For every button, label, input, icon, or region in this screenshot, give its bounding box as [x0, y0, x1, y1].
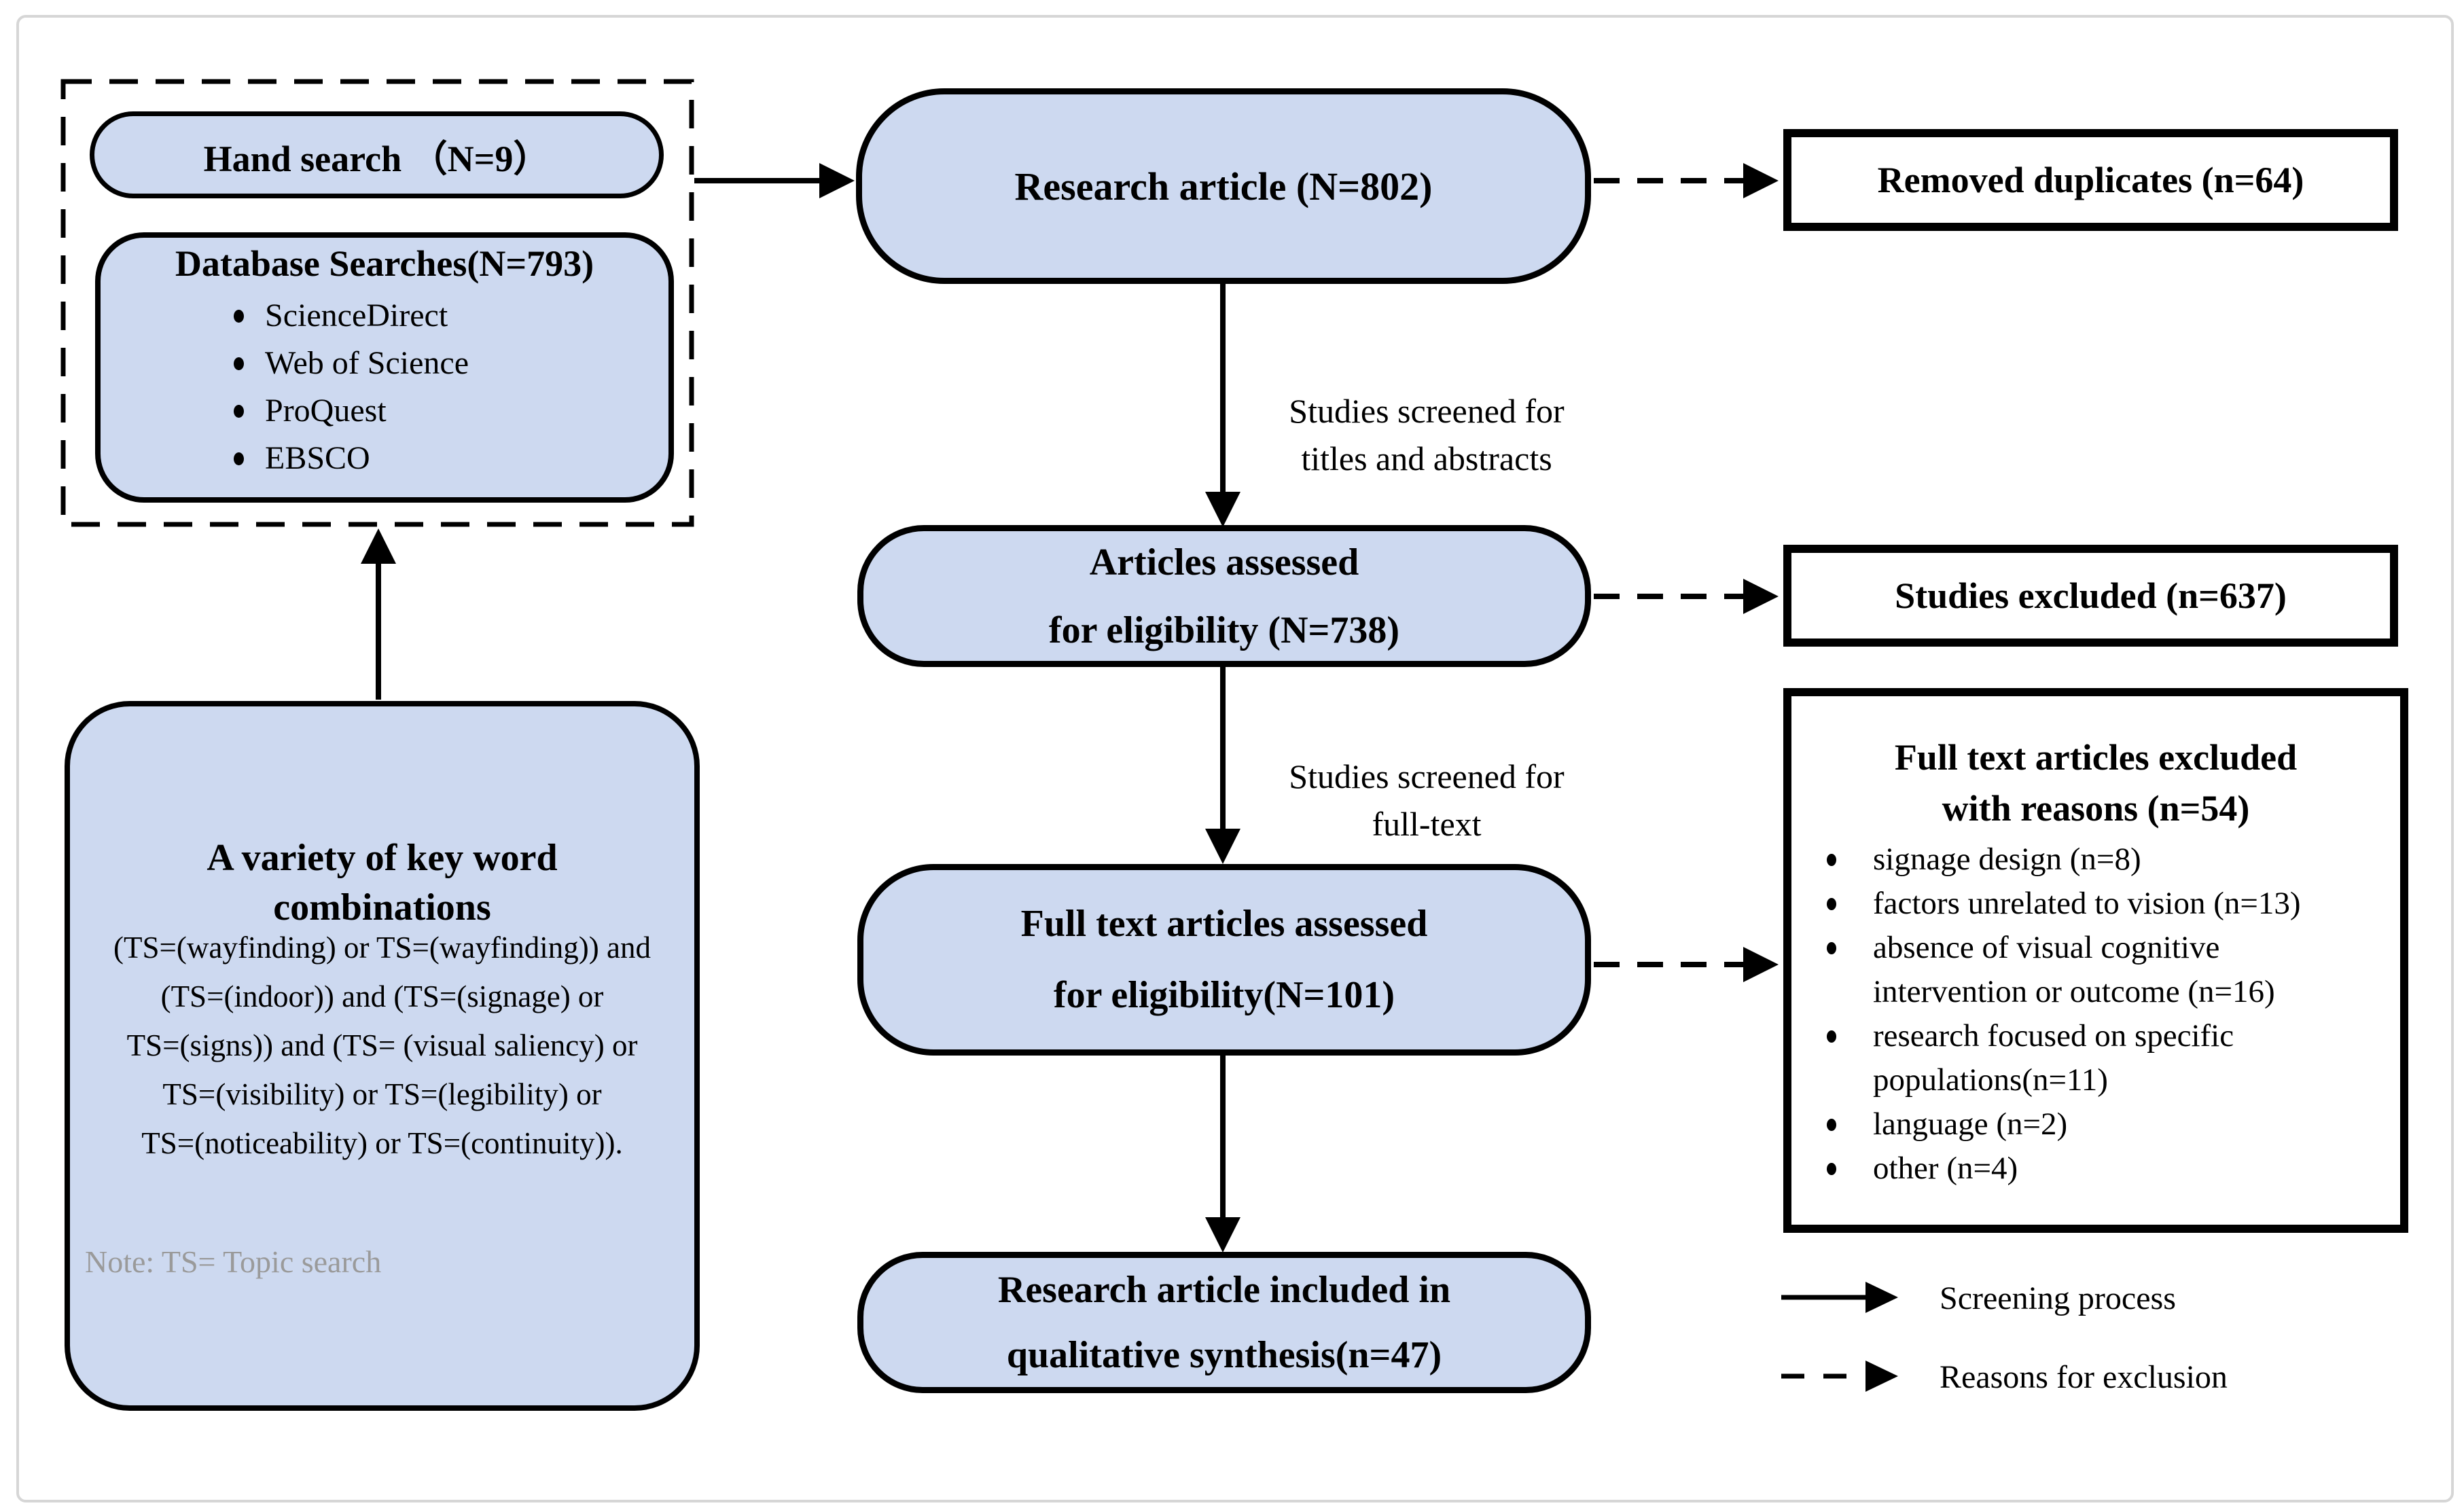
list-item: language (n=2) [1819, 1102, 2389, 1147]
topic-search-note: Note: TS= Topic search [85, 1244, 382, 1279]
keyword-title-line1: A variety of key word [207, 837, 558, 879]
database-list: ScienceDirect Web of Science ProQuest EB… [202, 292, 469, 482]
screen-fulltext-line1: Studies screened for [1289, 757, 1565, 795]
research-article-box: Research article (N=802) [856, 88, 1591, 284]
studies-excluded-label: Studies excluded (n=637) [1895, 575, 2287, 616]
hand-search-box: Hand search （N=9） [90, 111, 664, 198]
keyword-query-line: TS=(noticeability) or TS=(continuity)). [141, 1126, 623, 1160]
included-synthesis-line1: Research article included in [997, 1269, 1451, 1311]
legend-screening-label: Screening process [1940, 1280, 2176, 1316]
screen-titles-label: Studies screened for titles and abstract… [1250, 387, 1603, 482]
keyword-title-line2: combinations [273, 886, 491, 929]
list-item: signage design (n=8) [1819, 838, 2389, 882]
fulltext-excluded-box: Full text articles excluded with reasons… [1783, 688, 2408, 1233]
included-synthesis-box: Research article included in qualitative… [857, 1252, 1591, 1393]
research-article-label: Research article (N=802) [1014, 164, 1433, 209]
screen-fulltext-label: Studies screened for full-text [1250, 753, 1603, 848]
list-item: absence of visual cognitive [1819, 926, 2389, 970]
hand-search-label: Hand search （N=9） [203, 138, 550, 179]
articles-assessed-line1: Articles assessed [1089, 541, 1359, 583]
list-item: intervention or outcome (n=16) [1873, 974, 2275, 1009]
keyword-combinations-box: A variety of key word combinations (TS=(… [65, 701, 700, 1411]
keyword-query-line: TS=(visibility) or TS=(legibility) or [162, 1077, 602, 1111]
fulltext-excluded-title2: with reasons (n=54) [1942, 788, 2250, 829]
list-item: EBSCO [202, 435, 469, 482]
database-searches-title: Database Searches(N=793) [175, 243, 594, 284]
list-item: populations(n=11) [1873, 1062, 2108, 1098]
keyword-query-line: TS=(signs)) and (TS= (visual saliency) o… [126, 1028, 638, 1062]
screen-titles-line2: titles and abstracts [1301, 439, 1552, 478]
fulltext-assessed-box: Full text articles assessed for eligibil… [857, 864, 1591, 1056]
keyword-query-line: (TS=(indoor)) and (TS=(signage) or [160, 979, 604, 1013]
list-item: other (n=4) [1819, 1147, 2389, 1191]
list-item: research focused on specific [1819, 1014, 2389, 1058]
list-item: factors unrelated to vision (n=13) [1819, 882, 2389, 926]
removed-duplicates-box: Removed duplicates (n=64) [1783, 129, 2398, 231]
included-synthesis-line2: qualitative synthesis(n=47) [1006, 1334, 1442, 1376]
keyword-query-line: (TS=(wayfinding) or TS=(wayfinding)) and [113, 931, 651, 965]
screen-fulltext-line2: full-text [1372, 805, 1482, 843]
legend-exclusion-label: Reasons for exclusion [1940, 1359, 2228, 1395]
fulltext-excluded-title1: Full text articles excluded [1894, 737, 2298, 778]
removed-duplicates-label: Removed duplicates (n=64) [1877, 160, 2304, 200]
fulltext-assessed-line1: Full text articles assessed [1020, 903, 1428, 945]
list-item: ScienceDirect [202, 292, 469, 340]
database-searches-box: Database Searches(N=793) ScienceDirect W… [95, 232, 674, 503]
outer-frame [16, 15, 2454, 1502]
keyword-query-text: (TS=(wayfinding) or TS=(wayfinding)) and… [70, 923, 694, 1168]
list-item: ProQuest [202, 387, 469, 435]
exclusion-reasons-list: signage design (n=8) factors unrelated t… [1819, 838, 2389, 1191]
articles-assessed-line2: for eligibility (N=738) [1048, 609, 1400, 651]
articles-assessed-box: Articles assessed for eligibility (N=738… [857, 525, 1591, 667]
studies-excluded-box: Studies excluded (n=637) [1783, 545, 2398, 647]
screen-titles-line1: Studies screened for [1289, 392, 1565, 430]
list-item: Web of Science [202, 340, 469, 387]
fulltext-assessed-line2: for eligibility(N=101) [1053, 974, 1395, 1016]
